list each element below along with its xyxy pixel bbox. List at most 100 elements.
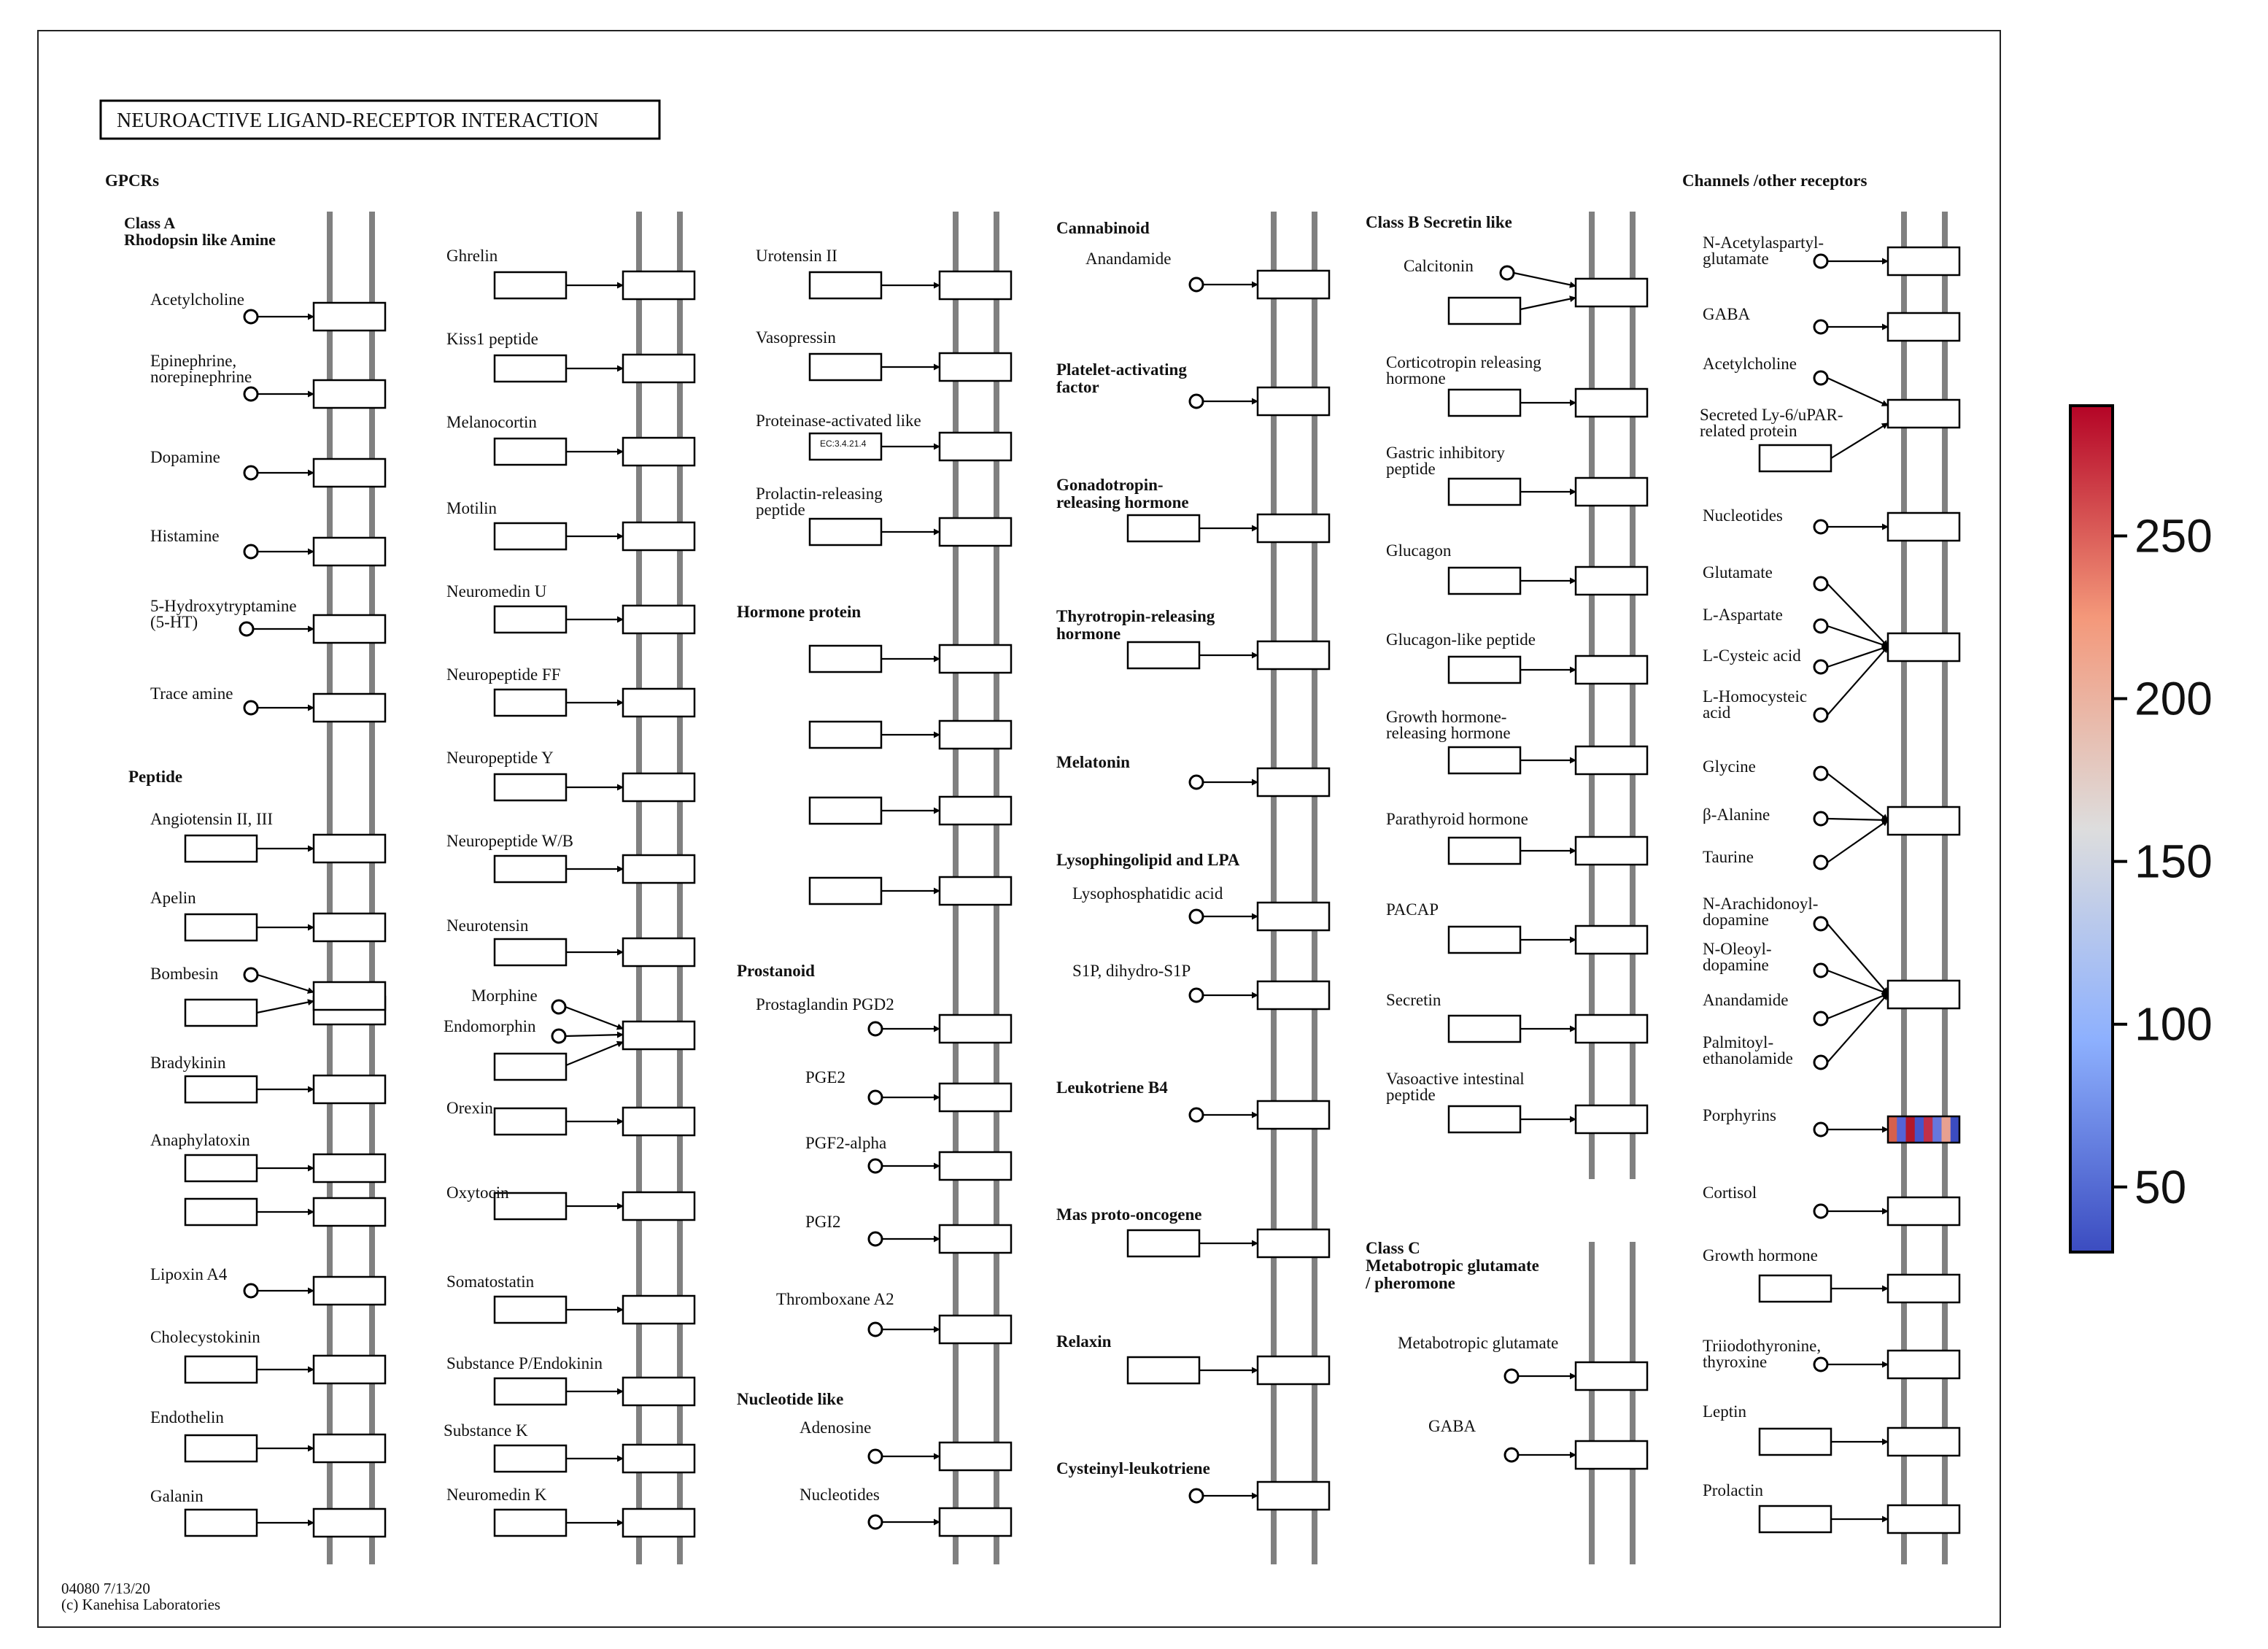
receptor-box [312,379,387,409]
label-palmitoyl-2: ethanolamide [1703,1049,1793,1067]
label-apelin: Apelin [150,889,196,907]
receptor-box [312,833,387,864]
receptor-box [1886,1426,1961,1457]
ligand-box [184,1197,258,1227]
label-anaphylatoxin: Anaphylatoxin [150,1131,250,1149]
label-vip-2: peptide [1386,1086,1436,1104]
compound-node [1188,277,1204,293]
activation-arrow [1827,646,1889,716]
ligand-box [808,517,883,547]
label-pgi2: PGI2 [805,1213,841,1231]
label-endothelin: Endothelin [150,1408,224,1426]
receptor-box [312,1507,387,1538]
colorbar-gradient [2069,404,2114,1254]
receptor-box [1886,979,1961,1010]
label-aspartate: L-Aspartate [1703,606,1783,624]
receptor-box [622,1191,696,1221]
label-substance-k: Substance K [444,1421,528,1440]
receptor-box [938,719,1013,750]
receptor-box [1886,1196,1961,1227]
label-lpa: Lysophosphatidic acid [1072,884,1223,903]
column-6-labels: N-Acetylaspartyl- glutamate GABA Acetylc… [1700,233,1843,1499]
ligand-box [184,1154,258,1183]
label-pge2: PGE2 [805,1068,845,1086]
activation-arrow [1827,819,1889,863]
label-vasopressin: Vasopressin [756,328,836,347]
label-anandamide-4: Anandamide [1085,250,1172,268]
label-naag-2: glutamate [1703,250,1769,268]
receptor-box [312,981,387,1011]
receptor-box [1886,632,1961,663]
ligand-box [808,796,883,825]
compound-node [1503,1447,1520,1463]
label-pgd2: Prostaglandin PGD2 [756,995,894,1013]
receptor-box [1886,1504,1961,1534]
receptor-box [312,301,387,332]
compound-node [1503,1368,1520,1384]
label-ghrh-2: releasing hormone [1386,724,1511,742]
compound-node [867,1089,883,1105]
receptor-box [1574,1013,1649,1044]
compound-node [867,1514,883,1530]
ligand-box [493,1508,568,1537]
receptor-box [312,536,387,567]
compound-node [551,1028,567,1044]
activation-arrow [256,999,314,1014]
receptor-box [312,692,387,723]
ligand-box [808,644,883,673]
receptor-box [1886,1349,1961,1380]
compound-node [1813,370,1829,386]
compound-node [867,1448,883,1464]
activation-arrow [1513,271,1576,288]
receptor-box [312,912,387,943]
ligand-box [1447,836,1522,865]
receptor-box [312,1354,387,1385]
ligand-box [1447,1105,1522,1134]
compound-node [1813,765,1829,781]
activation-arrow [1520,296,1576,311]
section-class-c-2: Metabotropic glutamate [1366,1256,1539,1275]
section-thyrotropin: Thyrotropin-releasing [1056,607,1215,625]
label-npff: Neuropeptide FF [446,665,561,684]
compound-node [1188,393,1204,409]
label-adenosine: Adenosine [800,1418,871,1437]
ligand-box [184,834,258,863]
label-vip: Vasoactive intestinal [1386,1070,1525,1088]
receptor-box [938,876,1013,906]
receptor-box [1256,1100,1331,1130]
expression-stripe [1888,1116,1897,1143]
label-homocysteic-2: acid [1703,703,1731,722]
receptor-box [1256,1228,1331,1259]
receptor-ligand-nodes [184,246,1961,1538]
section-lysophingolipid: Lysophingolipid and LPA [1056,851,1240,869]
label-taurine: Taurine [1703,848,1754,866]
ligand-box [1447,925,1522,954]
label-ghrelin: Ghrelin [446,247,498,265]
compound-node [1813,854,1829,870]
ligand-box [1447,746,1522,775]
porphyrin-receptor-box [1886,1115,1961,1144]
label-neuromedin-k: Neuromedin K [446,1486,547,1504]
compound-node [243,1283,259,1299]
receptor-box [1886,398,1961,429]
ligand-box [1447,296,1522,325]
label-glycine: Glycine [1703,757,1756,776]
receptor-box [1574,654,1649,685]
compound-node [867,1231,883,1247]
compound-node [1188,1488,1204,1504]
compound-node [1499,265,1515,281]
ligand-box [1126,514,1201,543]
label-growth-hormone: Growth hormone [1703,1246,1818,1264]
section-nucleotide-like: Nucleotide like [737,1390,843,1408]
ligand-box [808,876,883,905]
section-cysteinyl: Cysteinyl-leukotriene [1056,1459,1210,1478]
ligand-box [808,720,883,749]
ligand-box [184,1434,258,1463]
receptor-box [622,1376,696,1407]
label-metabotropic: Metabotropic glutamate [1398,1334,1558,1352]
label-calcitonin: Calcitonin [1404,257,1474,275]
label-s1p: S1P, dihydro-S1P [1072,962,1191,980]
ligand-box [493,1377,568,1406]
label-naag: N-Acetylaspartyl- [1703,233,1824,252]
